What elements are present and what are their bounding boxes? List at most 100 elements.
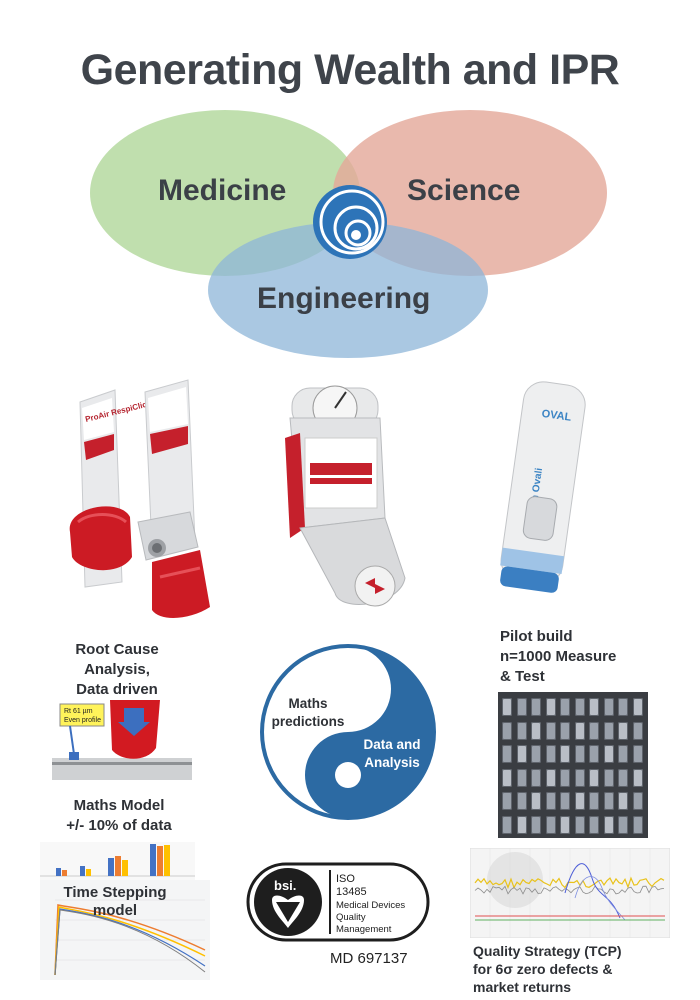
quality-strategy-caption: Quality Strategy (TCP) for 6σ zero defec… — [473, 942, 693, 996]
pilot-sample-cell — [516, 745, 527, 763]
data-analysis-line2: Analysis — [364, 755, 420, 770]
maths-model-line2: +/- 10% of data — [66, 817, 172, 834]
oval-brand-label: OVAL — [541, 408, 572, 424]
venn-circle-engineering — [208, 222, 488, 358]
pilot-sample-cell — [618, 745, 628, 763]
pilot-build-caption: Pilot build n=1000 Measure & Test — [500, 627, 680, 687]
root-cause-note-line2: Even profile — [64, 717, 101, 724]
bsi-line4: Quality — [336, 912, 366, 923]
pilot-sample-cell — [531, 745, 541, 763]
pilot-sample-cell — [502, 768, 512, 787]
oval-inhaler-photo: OVAL Sumalen Ovali — [500, 381, 586, 593]
bsi-line2: 13485 — [336, 886, 367, 898]
respiclick-inhaler-photo: ProAir RespiClick — [69, 379, 210, 618]
pilot-sample-cell — [502, 698, 512, 716]
pilot-sample-cell — [574, 745, 585, 763]
pilot-sample-cell — [545, 768, 556, 787]
root-cause-note-line1: Rt 61 µm — [64, 708, 93, 715]
quality-strategy-chart — [470, 848, 670, 938]
bsi-brand-label: bsi. — [274, 878, 296, 893]
quality-line3: market returns — [473, 979, 572, 995]
root-cause-line1: Root Cause — [75, 641, 159, 658]
pilot-sample-cell — [632, 698, 643, 716]
venn-diagram — [90, 110, 607, 358]
pilot-sample-cell — [545, 815, 556, 834]
pilot-build-photo — [498, 692, 648, 838]
venn-label-science: Science — [407, 174, 521, 207]
time-stepping-label: Time Stepping model — [50, 884, 180, 920]
pilot-sample-cell — [603, 768, 614, 787]
root-cause-diagram: Rt 61 µm Even profile — [52, 700, 192, 780]
pilot-sample-cell — [603, 745, 614, 763]
pilot-sample-cell — [502, 721, 512, 740]
pilot-build-line2: n=1000 Measure — [500, 648, 617, 665]
pilot-sample-cell — [618, 768, 628, 787]
page-title: Generating Wealth and IPR — [80, 46, 620, 94]
pilot-sample-cell — [560, 698, 570, 716]
data-analysis-line1: Data and — [363, 737, 421, 752]
pilot-sample-cell — [545, 792, 556, 810]
pilot-sample-cell — [574, 815, 585, 834]
pilot-sample-cell — [574, 792, 585, 810]
pilot-sample-cell — [502, 815, 512, 834]
maths-predictions-line2: predictions — [271, 714, 345, 729]
dose-counter-inhaler-photo — [285, 385, 406, 607]
pilot-sample-cell — [618, 815, 628, 834]
pilot-sample-cell — [603, 792, 614, 810]
time-stepping-line2: model — [92, 902, 138, 919]
pilot-sample-cell — [589, 815, 599, 834]
bsi-line3: Medical Devices — [336, 900, 405, 911]
pilot-sample-cell — [632, 768, 643, 787]
pilot-sample-cell — [516, 815, 527, 834]
swirl-logo-icon — [313, 185, 387, 259]
bsi-certificate-number: MD 697137 — [330, 950, 408, 967]
pilot-sample-cell — [589, 698, 599, 716]
data-analysis-label: Data and Analysis — [353, 736, 431, 772]
pilot-sample-cell — [531, 768, 541, 787]
pilot-sample-cell — [618, 792, 628, 810]
pilot-sample-cell — [632, 792, 643, 810]
pilot-sample-cell — [560, 721, 570, 740]
pilot-sample-cell — [502, 792, 512, 810]
pilot-sample-cell — [632, 721, 643, 740]
pilot-sample-cell — [603, 698, 614, 716]
bsi-line5: Management — [336, 924, 392, 935]
quality-line1: Quality Strategy (TCP) — [473, 943, 622, 959]
pilot-sample-cell — [603, 815, 614, 834]
pilot-build-line1: Pilot build — [500, 628, 573, 645]
venn-label-medicine: Medicine — [158, 174, 287, 207]
pilot-sample-cell — [531, 721, 541, 740]
root-cause-line2: Analysis, — [84, 661, 150, 678]
bsi-iso-badge: bsi. ISO 13485 Medical Devices Quality M… — [246, 862, 430, 942]
pilot-sample-cell — [603, 721, 614, 740]
pilot-sample-cell — [574, 698, 585, 716]
pilot-sample-cell — [560, 792, 570, 810]
maths-model-line1: Maths Model — [73, 797, 165, 814]
pilot-sample-cell — [545, 698, 556, 716]
quality-line2: for 6σ zero defects & — [473, 961, 613, 977]
maths-predictions-line1: Maths — [288, 696, 328, 711]
pilot-build-line3: & Test — [500, 668, 545, 685]
pilot-sample-cell — [632, 815, 643, 834]
pilot-sample-cell — [589, 745, 599, 763]
time-stepping-line1: Time Stepping — [63, 884, 167, 901]
pilot-sample-cell — [574, 721, 585, 740]
time-stepping-chart — [40, 880, 210, 980]
venn-label-engineering: Engineering — [257, 282, 431, 315]
pilot-sample-cell — [589, 721, 599, 740]
maths-model-bar-chart — [40, 842, 195, 880]
yin-yang-diagram — [260, 644, 436, 820]
pilot-sample-cell — [560, 815, 570, 834]
pilot-sample-cell — [531, 698, 541, 716]
pilot-sample-cell — [618, 721, 628, 740]
pilot-sample-cell — [516, 768, 527, 787]
pilot-sample-cell — [632, 745, 643, 763]
pilot-sample-cell — [574, 768, 585, 787]
pilot-sample-cell — [531, 815, 541, 834]
pilot-sample-cell — [589, 768, 599, 787]
pilot-sample-cell — [545, 745, 556, 763]
pilot-sample-cell — [545, 721, 556, 740]
root-cause-line3: Data driven — [76, 681, 158, 698]
root-cause-caption: Root Cause Analysis, Data driven — [52, 640, 182, 700]
maths-model-caption: Maths Model +/- 10% of data — [34, 796, 204, 836]
